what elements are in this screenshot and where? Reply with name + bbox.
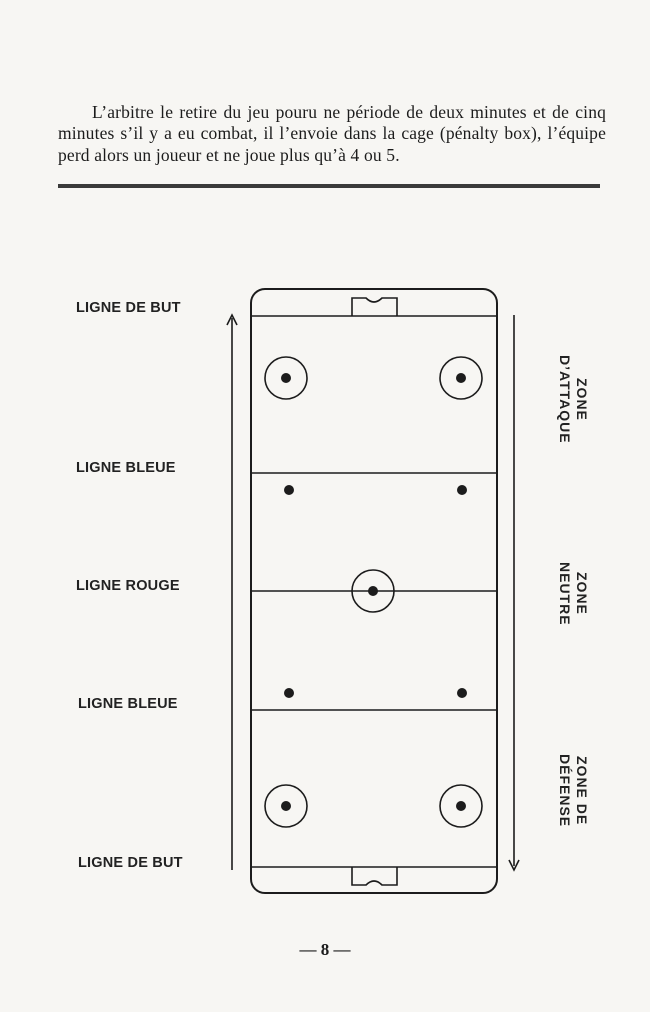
- right-arrow-head: [508, 859, 520, 872]
- zone-neutral-label: ZONE NEUTRE: [556, 562, 590, 626]
- faceoff-circle-top-right: [439, 356, 483, 400]
- zone-neutral-line1: ZONE: [574, 572, 590, 616]
- faceoff-circle-bottom-left: [264, 784, 308, 828]
- zone-defense-label: ZONE DE DÉFENSE: [556, 754, 590, 827]
- left-arrow-head: [226, 313, 238, 326]
- body-paragraph: L’arbitre le retire du jeu pouru ne péri…: [58, 101, 606, 165]
- faceoff-dot-top-left: [281, 373, 291, 383]
- neutral-dot-bottom-left: [284, 688, 294, 698]
- zone-attack-label: ZONE D’ATTAQUE: [556, 355, 590, 444]
- label-blue-line-bottom: LIGNE BLEUE: [78, 696, 178, 712]
- zone-defense-line1: ZONE DE: [574, 755, 590, 826]
- label-goal-line-top: LIGNE DE BUT: [76, 300, 181, 316]
- goal-cage-bottom: [351, 867, 398, 886]
- zone-attack-line1: ZONE: [574, 377, 590, 421]
- faceoff-dot-top-right: [456, 373, 466, 383]
- center-circle: [351, 569, 395, 613]
- goal-cage-top: [351, 297, 398, 316]
- faceoff-circle-top-left: [264, 356, 308, 400]
- neutral-dot-top-right: [457, 485, 467, 495]
- zone-neutral-line2: NEUTRE: [557, 562, 573, 626]
- page-number: — 8 —: [299, 940, 351, 959]
- label-red-line: LIGNE ROUGE: [76, 578, 180, 594]
- neutral-dot-top-left: [284, 485, 294, 495]
- label-blue-line-top: LIGNE BLEUE: [76, 460, 176, 476]
- section-divider: [58, 184, 600, 188]
- label-goal-line-bottom: LIGNE DE BUT: [78, 855, 183, 871]
- center-dot: [368, 586, 378, 596]
- zone-defense-line2: DÉFENSE: [557, 754, 573, 828]
- faceoff-dot-bottom-left: [281, 801, 291, 811]
- zone-attack-line2: D’ATTAQUE: [557, 355, 573, 444]
- faceoff-circle-bottom-right: [439, 784, 483, 828]
- faceoff-dot-bottom-right: [456, 801, 466, 811]
- neutral-dot-bottom-right: [457, 688, 467, 698]
